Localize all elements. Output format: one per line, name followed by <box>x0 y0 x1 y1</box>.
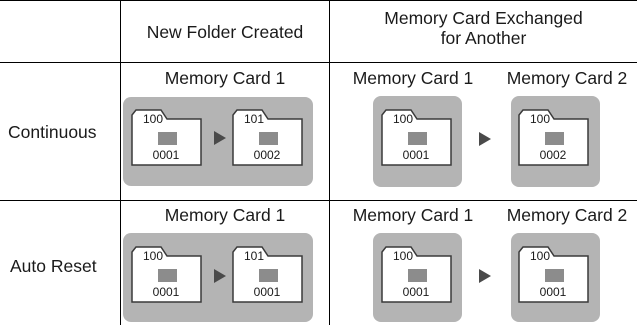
header-separator <box>0 62 637 63</box>
file-number: 0002 <box>253 148 281 162</box>
row-separator <box>0 200 637 201</box>
file-chip <box>408 132 427 145</box>
folder-number: 100 <box>143 112 164 126</box>
right-arrow-icon <box>479 132 491 146</box>
memory-card-1-label: Memory Card 1 <box>352 68 474 88</box>
header-exchanged-line1: Memory Card Exchanged <box>384 8 583 28</box>
table-top-border <box>0 0 637 1</box>
row-label-auto-reset: Auto Reset <box>10 256 97 276</box>
file-chip <box>259 132 278 145</box>
right-arrow-icon <box>214 269 226 283</box>
file-chip <box>545 132 564 145</box>
middle-column-divider <box>329 0 330 325</box>
memory-card-1-label: Memory Card 1 <box>352 205 474 225</box>
folder-number: 101 <box>244 112 265 126</box>
file-number: 0001 <box>253 285 281 299</box>
label-column-divider <box>120 0 121 325</box>
folder-number: 100 <box>143 249 164 263</box>
folder-number: 100 <box>393 249 414 263</box>
right-arrow-icon <box>214 131 226 145</box>
memory-card-icon: 100 0002 <box>518 109 594 166</box>
file-number: 0001 <box>539 285 567 299</box>
file-chip <box>408 269 427 282</box>
file-chip <box>259 269 278 282</box>
memory-card-icon: 100 0001 <box>131 109 207 166</box>
memory-card-1-label: Memory Card 1 <box>164 68 286 88</box>
file-number: 0001 <box>402 285 430 299</box>
row-label-continuous: Continuous <box>8 122 97 142</box>
memory-card-1-label: Memory Card 1 <box>164 205 286 225</box>
memory-card-2-label: Memory Card 2 <box>506 205 628 225</box>
memory-card-icon: 101 0002 <box>232 109 308 166</box>
memory-card-icon: 101 0001 <box>232 246 308 303</box>
header-memory-card-exchanged: Memory Card Exchanged for Another <box>330 8 637 48</box>
file-number: 0001 <box>152 285 180 299</box>
memory-card-icon: 100 0001 <box>381 109 457 166</box>
folder-number: 100 <box>393 112 414 126</box>
folder-number: 101 <box>244 249 265 263</box>
file-chip <box>545 269 564 282</box>
header-exchanged-line2: for Another <box>440 28 527 48</box>
header-new-folder-created: New Folder Created <box>146 22 304 42</box>
memory-card-icon: 100 0001 <box>518 246 594 303</box>
file-number: 0001 <box>402 148 430 162</box>
file-number: 0002 <box>539 148 567 162</box>
right-arrow-icon <box>479 269 491 283</box>
file-chip <box>158 132 177 145</box>
memory-card-2-label: Memory Card 2 <box>506 68 628 88</box>
memory-card-icon: 100 0001 <box>131 246 207 303</box>
memory-card-icon: 100 0001 <box>381 246 457 303</box>
file-number: 0001 <box>152 148 180 162</box>
folder-number: 100 <box>530 249 551 263</box>
folder-number: 100 <box>530 112 551 126</box>
file-chip <box>158 269 177 282</box>
